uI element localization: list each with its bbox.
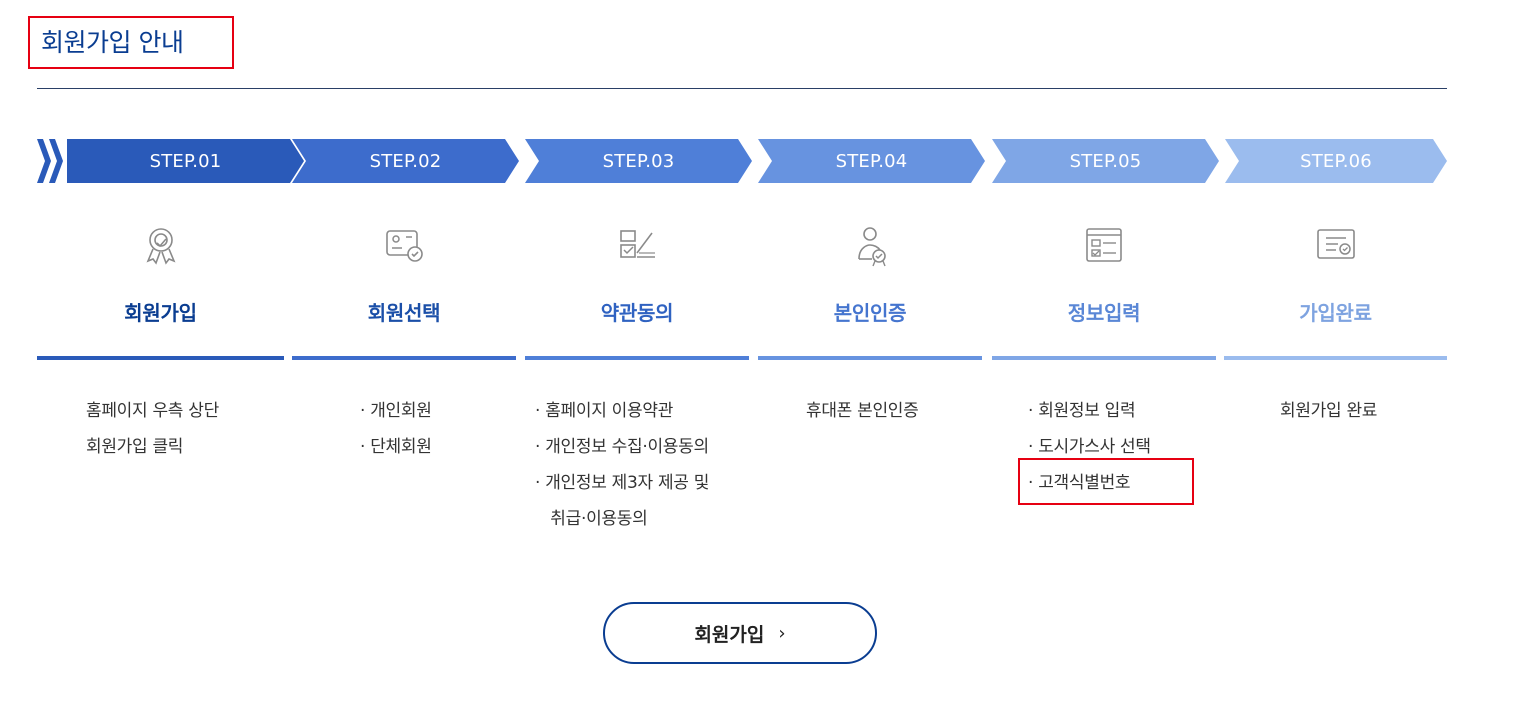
step-label: STEP.04 [835, 150, 908, 172]
step-arrow-shape [992, 139, 1219, 183]
step-description-line: · 고객식별번호 [1028, 473, 1131, 493]
step-description-line: · 개인정보 수집·이용동의 [535, 437, 709, 457]
step-column-6: 가입완료 [1224, 215, 1447, 535]
step-description-line: · 개인정보 제3자 제공 및 [535, 473, 710, 493]
step-arrow-shape [758, 139, 985, 183]
step-underline [1224, 356, 1447, 360]
step-description-line: 휴대폰 본인인증 [806, 401, 919, 421]
step-label: STEP.02 [369, 150, 442, 172]
step-arrow-shape [67, 139, 304, 183]
step-column-4: 본인인증 [758, 215, 982, 535]
lead-chevron-icon [37, 139, 63, 183]
steps-bar: STEP.01 STEP.02 STEP.03 STEP.04 STEP.05 STEP.… [37, 139, 1447, 183]
certificate-complete-icon [1316, 229, 1355, 259]
highlight-box [1018, 458, 1194, 505]
step-arrow-3: STEP.03 [525, 139, 752, 183]
step-name: 회원가입 [124, 301, 197, 325]
step-arrow-1: STEP.01 [67, 139, 304, 183]
step-column-5: 정보입력 [992, 215, 1216, 535]
step-arrow-2: STEP.02 [292, 139, 519, 183]
step-arrow-6: STEP.06 [1225, 139, 1447, 183]
title-divider [37, 88, 1447, 89]
page-title: 회원가입 안내 [28, 16, 234, 69]
step-name: 회원선택 [367, 301, 441, 325]
step-column-3: 약관동의 [525, 215, 749, 535]
step-label: STEP.06 [1300, 150, 1372, 172]
user-verify-icon [858, 227, 886, 267]
step-underline [758, 356, 982, 360]
award-ribbon-icon [146, 228, 175, 265]
step-column-1: 회원가입 [37, 215, 284, 535]
step-description-line: · 회원정보 입력 [1028, 401, 1136, 421]
step-description-line: 회원가입 완료 [1280, 401, 1378, 421]
step-name: 본인인증 [833, 301, 907, 325]
join-button[interactable]: 회원가입 › [603, 602, 877, 664]
step-arrow-shape [292, 139, 519, 183]
step-name: 가입완료 [1299, 301, 1372, 325]
chevron-right-icon: › [778, 622, 786, 644]
step-underline [37, 356, 284, 360]
step-description-line: 홈페이지 우측 상단 [86, 401, 219, 421]
step-label: STEP.05 [1069, 150, 1142, 172]
step-description-line: · 홈페이지 이용약관 [535, 401, 674, 421]
step-description-line: 회원가입 클릭 [86, 437, 184, 457]
step-arrow-shape [1225, 139, 1447, 183]
step-description-6: 회원가입 완료 [1280, 393, 1377, 429]
step-description-line: · 단체회원 [360, 437, 432, 457]
step-column-2: 회원선택 [292, 215, 516, 535]
document-sign-icon [620, 230, 655, 258]
step-underline [292, 356, 516, 360]
step-description-line: · 도시가스사 선택 [1028, 437, 1151, 457]
step-description-2: · 개인회원 · 단체회원 [360, 393, 432, 465]
step-arrow-4: STEP.04 [758, 139, 985, 183]
step-label: STEP.01 [149, 150, 222, 172]
step-label: STEP.03 [602, 150, 675, 172]
step-underline [992, 356, 1216, 360]
step-description-5: · 회원정보 입력 · 도시가스사 선택 · 고객식별번호 [1028, 393, 1151, 501]
step-name: 약관동의 [600, 301, 674, 325]
step-name: 정보입력 [1067, 301, 1141, 325]
step-arrow-5: STEP.05 [992, 139, 1219, 183]
member-card-check-icon [386, 230, 423, 262]
step-arrow-shape [525, 139, 752, 183]
step-description-line: · 개인회원 [360, 401, 432, 421]
step-underline [525, 356, 749, 360]
join-button-label: 회원가입 [694, 623, 765, 646]
form-input-icon [1086, 228, 1122, 262]
step-description-4: 휴대폰 본인인증 [806, 393, 919, 429]
step-description-3: · 홈페이지 이용약관 · 개인정보 수집·이용동의 · 개인정보 제3자 제공 및… [535, 393, 709, 537]
step-description-line: 취급·이용동의 [535, 509, 648, 529]
